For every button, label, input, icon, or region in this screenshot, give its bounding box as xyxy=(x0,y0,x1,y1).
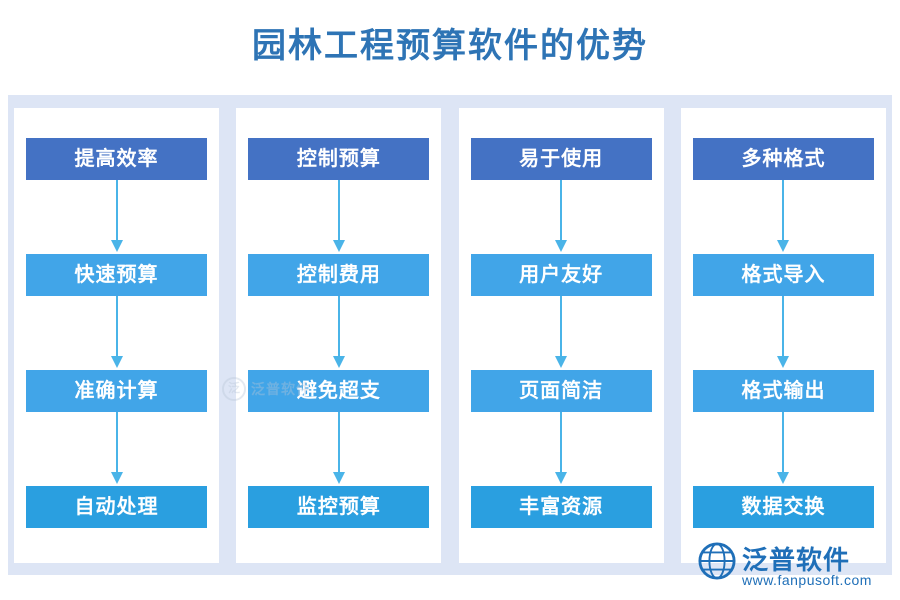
flow-column-4: 多种格式 格式导入 格式输出 数据交换 xyxy=(680,108,886,563)
columns-container: 提高效率 快速预算 准确计算 自动处理 控制预算 控制费用 避免超支 xyxy=(14,108,886,563)
arrow-down-icon xyxy=(693,296,874,370)
flow-column-3: 易于使用 用户友好 页面简洁 丰富资源 xyxy=(458,108,664,563)
arrow-down-icon xyxy=(471,412,652,486)
flow-node: 监控预算 xyxy=(248,486,430,528)
arrow-down-icon xyxy=(471,180,652,254)
flow-node: 易于使用 xyxy=(470,138,652,180)
arrow-down-icon xyxy=(693,180,874,254)
flow-node: 提高效率 xyxy=(26,138,207,180)
arrow-down-icon xyxy=(26,296,207,370)
arrow-down-icon xyxy=(693,412,874,486)
flow-node: 控制预算 xyxy=(248,138,430,180)
flow-node: 格式导入 xyxy=(692,254,874,296)
flow-node: 多种格式 xyxy=(692,138,874,180)
arrow-down-icon xyxy=(26,180,207,254)
arrow-down-icon xyxy=(248,180,429,254)
flow-node: 页面简洁 xyxy=(470,370,652,412)
brand-name: 泛普软件 xyxy=(742,546,851,575)
flow-node: 格式输出 xyxy=(692,370,874,412)
flow-node: 丰富资源 xyxy=(470,486,652,528)
brand-url: www.fanpusoft.com xyxy=(742,572,872,588)
globe-icon xyxy=(698,542,736,580)
arrow-down-icon xyxy=(26,412,207,486)
arrow-down-icon xyxy=(471,296,652,370)
flow-column-1: 提高效率 快速预算 准确计算 自动处理 xyxy=(14,108,219,563)
arrow-down-icon xyxy=(248,412,429,486)
flow-node: 数据交换 xyxy=(692,486,874,528)
flow-node: 控制费用 xyxy=(248,254,430,296)
flow-node: 准确计算 xyxy=(26,370,207,412)
arrow-down-icon xyxy=(248,296,429,370)
flow-node: 避免超支 xyxy=(248,370,430,412)
page-title: 园林工程预算软件的优势 xyxy=(252,28,648,65)
flow-node: 用户友好 xyxy=(470,254,652,296)
flow-node: 自动处理 xyxy=(26,486,207,528)
brand-logo: 泛普软件 www.fanpusoft.com xyxy=(698,540,888,592)
flow-column-2: 控制预算 控制费用 避免超支 监控预算 xyxy=(236,108,442,563)
flow-node: 快速预算 xyxy=(26,254,207,296)
